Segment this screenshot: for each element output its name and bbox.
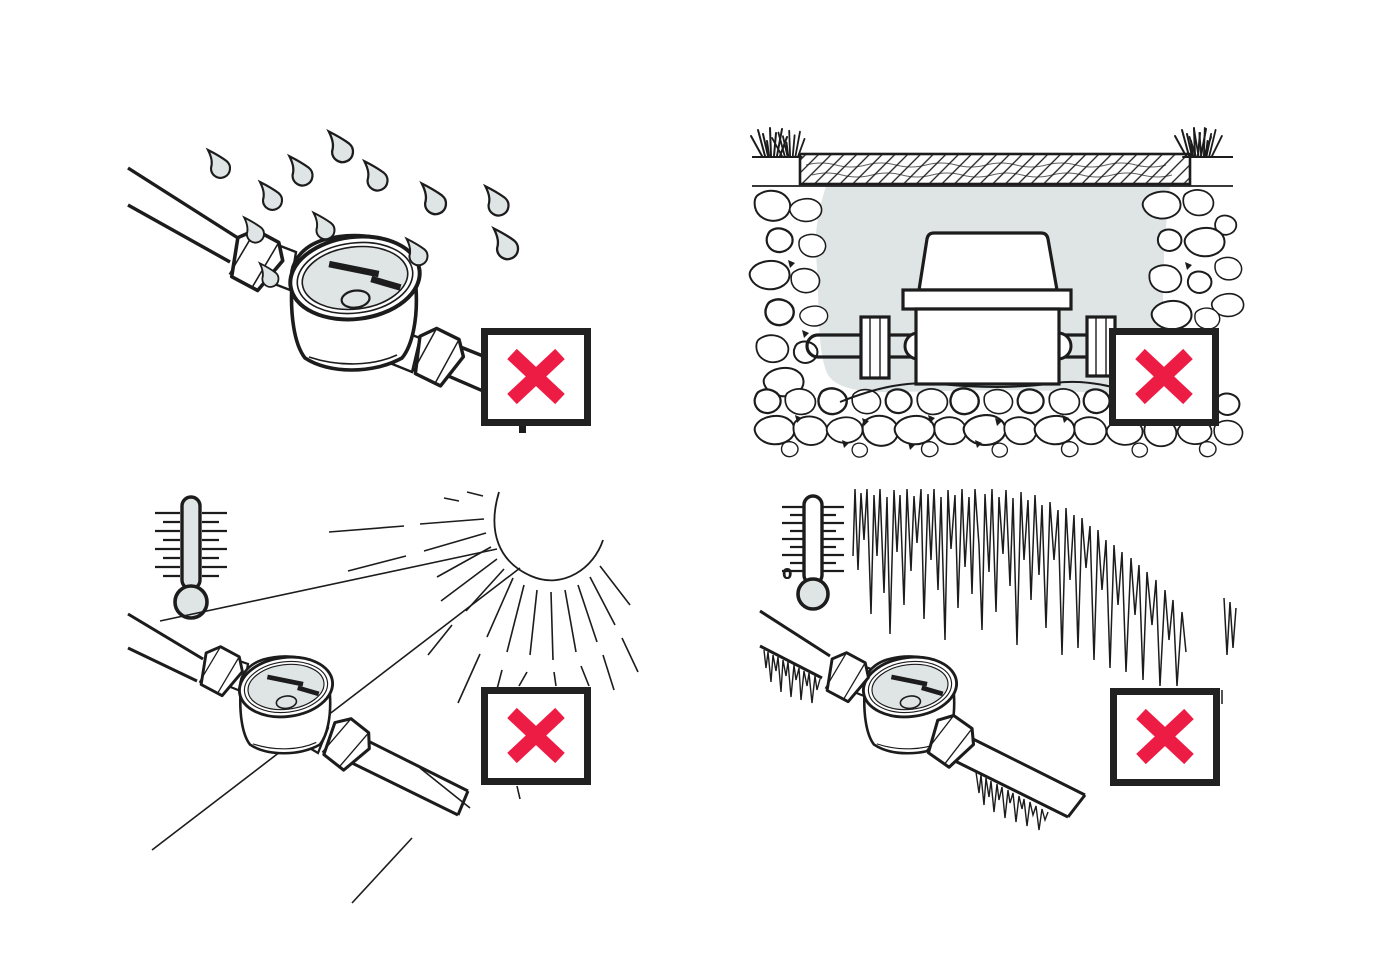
prohibition-box [1113, 332, 1216, 423]
prohibition-box [1114, 692, 1217, 783]
pipe-collar [1057, 331, 1073, 361]
thermometer-high-icon [155, 495, 227, 620]
grass-icon [750, 127, 1223, 158]
pipe-tip [519, 424, 526, 433]
union-nut-icon [1085, 315, 1117, 378]
panel-rain [127, 130, 588, 433]
meter-body [914, 307, 1061, 386]
union-nut-icon [859, 315, 891, 380]
crevices [788, 260, 1192, 450]
pipe [759, 609, 1087, 819]
pipe [127, 612, 470, 817]
meter-head [917, 231, 1059, 292]
water-meter-icon [236, 652, 336, 753]
thermometer-zero-icon: 0 [782, 494, 844, 611]
panel-sun-heat [127, 491, 639, 904]
meter-flange [901, 288, 1073, 311]
panel-freezing: 0 [759, 488, 1237, 831]
water-meter-front [805, 231, 1150, 386]
frost-fringe [975, 771, 1049, 831]
prohibition-box [485, 691, 588, 782]
icicle-line [852, 488, 1187, 687]
icicle-line-right [1221, 597, 1237, 704]
pit-floor-line [839, 380, 1149, 403]
thermometer-zero-label: 0 [782, 565, 792, 583]
prohibition-box [485, 332, 588, 423]
sun-icon [493, 491, 604, 582]
panel-buried-pit [748, 127, 1245, 458]
frost-fringe [763, 649, 821, 704]
water-meter-icon [285, 229, 424, 370]
sun-rays [151, 491, 639, 904]
cover-slab [798, 152, 1192, 186]
